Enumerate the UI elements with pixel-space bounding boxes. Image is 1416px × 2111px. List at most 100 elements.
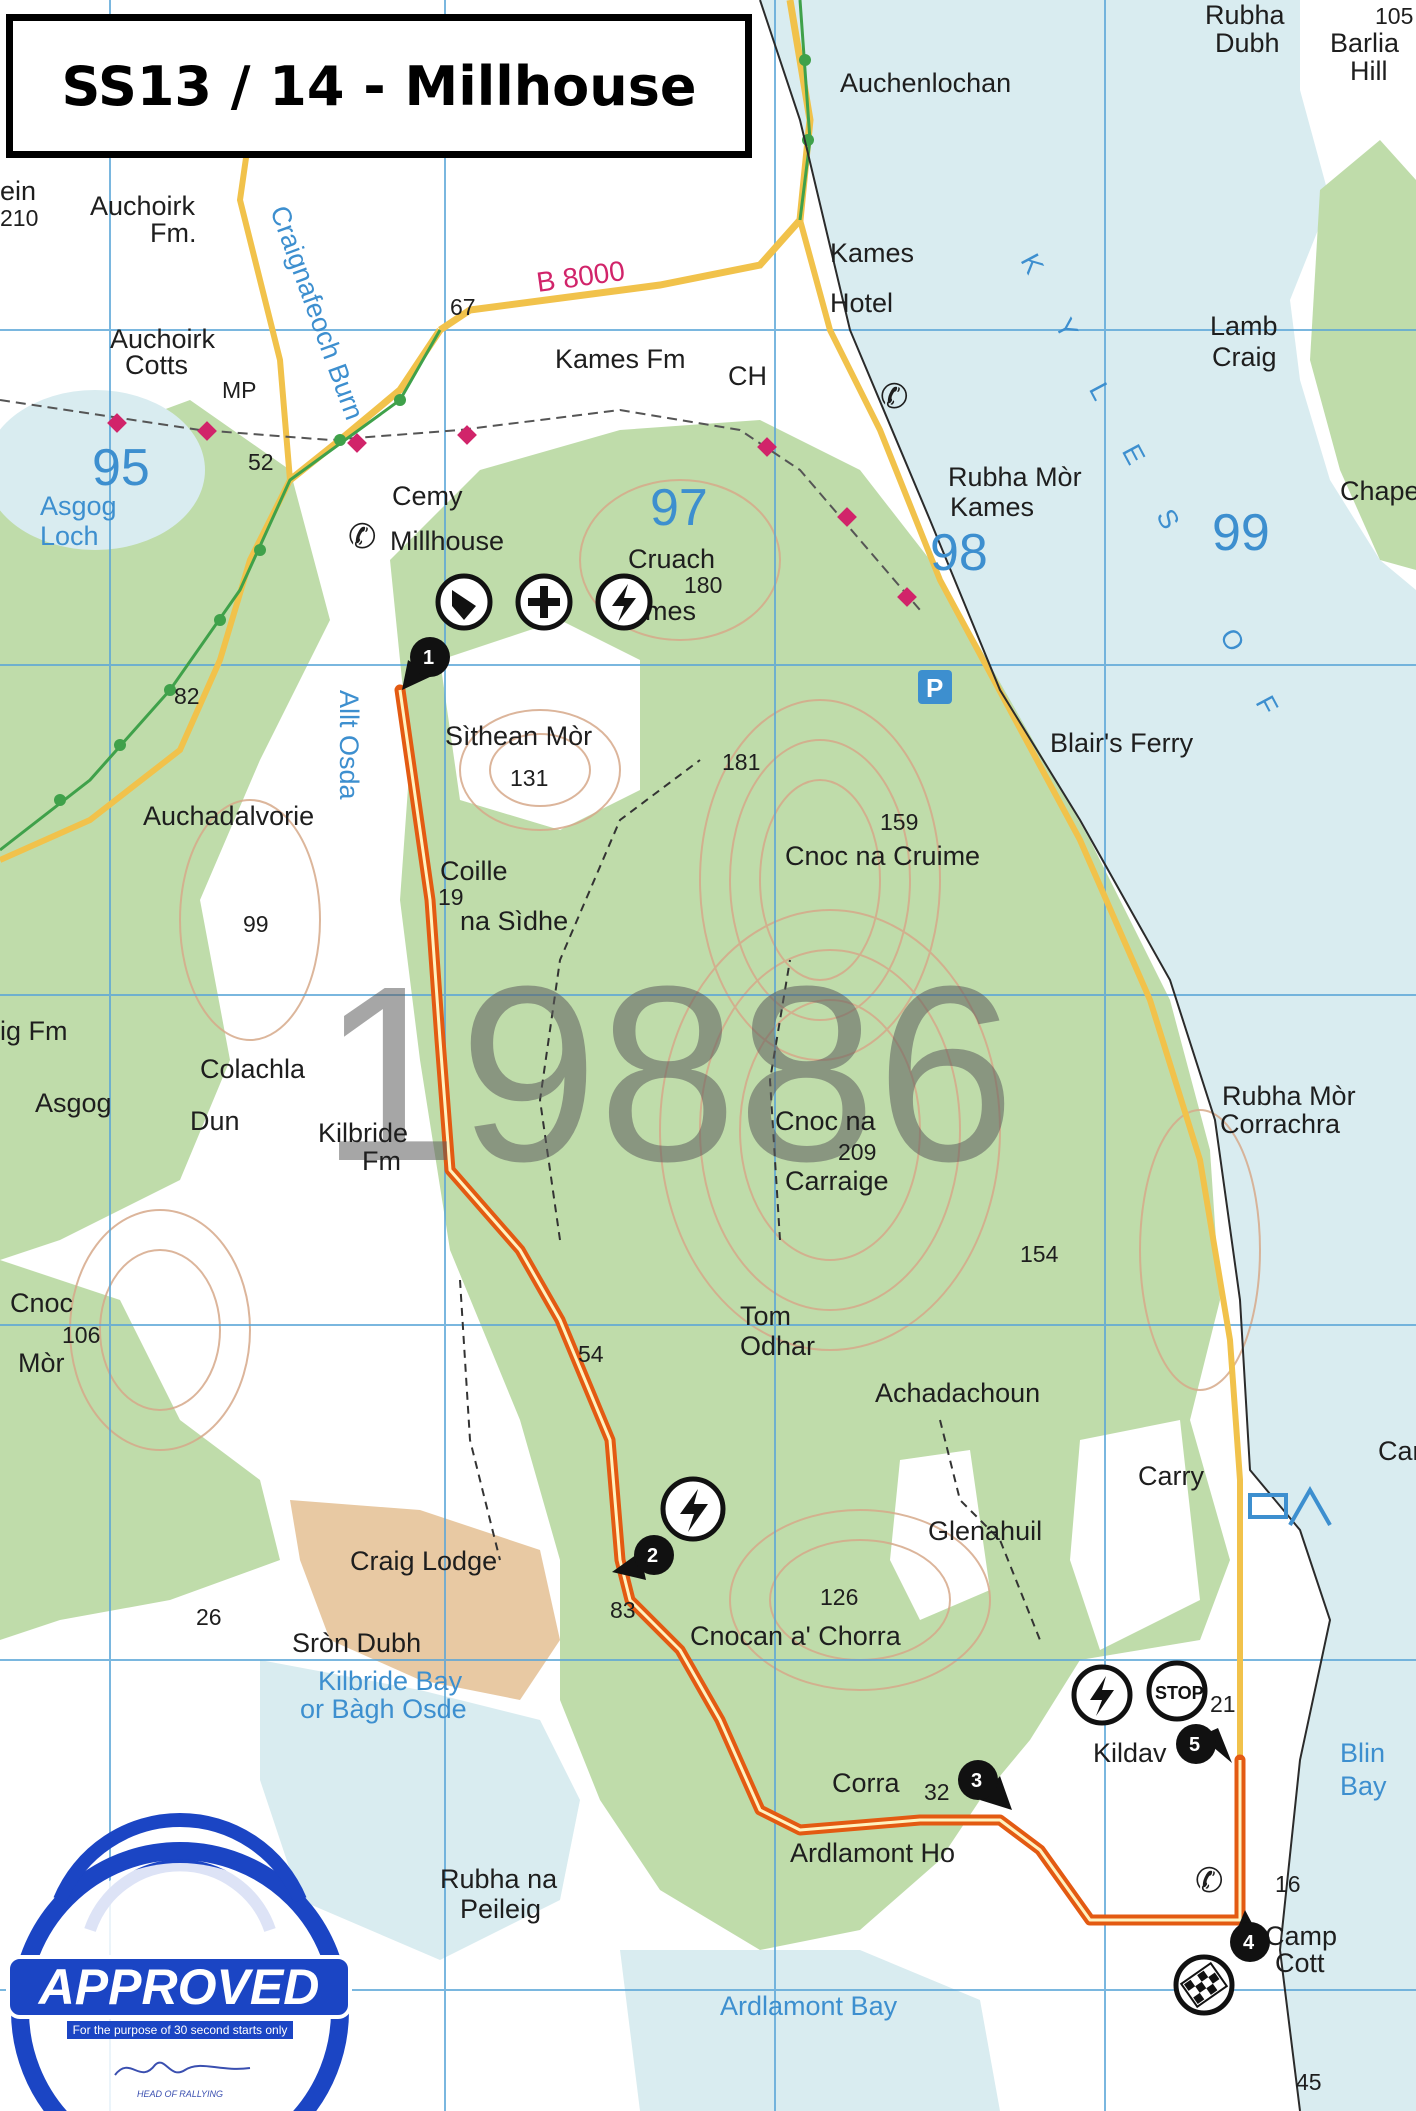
water-label: Loch: [40, 521, 99, 551]
height-label: 82: [174, 683, 200, 709]
signature-mark: [114, 2061, 251, 2076]
place-label: Peileig: [460, 1894, 541, 1924]
place-label: Cnoc na: [775, 1106, 877, 1136]
height-label: 159: [880, 809, 918, 835]
height-label: 45: [1296, 2069, 1322, 2095]
place-label: Fm: [362, 1146, 401, 1176]
place-label: Glenahuil: [928, 1516, 1042, 1546]
stage-title: SS13 / 14 - Millhouse: [61, 54, 697, 118]
place-label: Cnoc na Cruime: [785, 841, 980, 871]
place-label: Achadachoun: [875, 1378, 1040, 1408]
place-label: Odhar: [740, 1331, 815, 1361]
height-label: 180: [684, 572, 722, 598]
boundary-line: [0, 399, 921, 611]
contour-lines: [69, 479, 1261, 1691]
place-label: Cruach: [628, 544, 715, 574]
place-label: Colachla: [200, 1054, 306, 1084]
flag-icon: [435, 573, 493, 631]
height-label: 16: [1275, 1871, 1301, 1897]
route-marker-2: 2: [612, 1535, 674, 1580]
forest-west: [0, 400, 330, 1260]
height-label: 19: [438, 884, 464, 910]
place-label: MP: [222, 377, 257, 403]
place-label: Hotel: [830, 288, 893, 318]
place-label: Auchadalvorie: [143, 801, 314, 831]
place-labels: Auchenlochan Kames Hotel Kames Fm CH Auc…: [0, 0, 1416, 1978]
height-label: 21: [1210, 1691, 1236, 1717]
place-label: Dun: [190, 1106, 240, 1136]
asgog-loch: [0, 390, 205, 550]
place-label: Lamb: [1210, 311, 1278, 341]
kilbride-bay-water: [260, 1660, 580, 1960]
approved-subtext: For the purpose of 30 second starts only: [60, 2021, 300, 2039]
place-label: Carry: [1138, 1461, 1204, 1491]
height-label: 105: [1375, 3, 1413, 29]
place-label: Hill: [1350, 56, 1388, 86]
svg-text:2: 2: [647, 1545, 658, 1567]
caravan-site-icon: [1248, 1485, 1332, 1526]
height-label: 106: [62, 1322, 100, 1348]
water-label: Ardlamont Bay: [720, 1991, 898, 2021]
height-label: 26: [196, 1604, 222, 1630]
chequered-flag-icon: [1173, 1954, 1235, 2016]
approved-banner: APPROVED: [6, 1955, 352, 2019]
place-label: Chapel: [1340, 476, 1416, 506]
place-label: ig Fm: [0, 1016, 68, 1046]
telephone-icon: ✆: [880, 378, 909, 416]
stage-title-box: SS13 / 14 - Millhouse: [6, 14, 752, 158]
watermark-text: 19886: [320, 934, 1015, 1213]
place-label: Camp: [1265, 1921, 1337, 1951]
water-label: Blin: [1340, 1738, 1385, 1768]
place-label: Auchoirk: [110, 324, 216, 354]
place-label: Cnocan a' Chorra: [690, 1621, 902, 1651]
place-label: Asgog: [35, 1088, 112, 1118]
medical-icon: [515, 573, 573, 631]
place-label: Millhouse: [390, 526, 504, 556]
lightning-icon: [660, 1476, 726, 1542]
place-label: Carraige: [785, 1166, 889, 1196]
place-label: Mòr: [18, 1348, 65, 1378]
spot-heights: 67 52 180 82 131 181 159 19 99 209 154 1…: [0, 3, 1413, 2095]
place-label: Kilbride: [318, 1118, 408, 1148]
svg-text:5: 5: [1189, 1734, 1200, 1756]
svg-text:1: 1: [423, 647, 434, 669]
water-label: Kilbride Bay: [318, 1666, 463, 1696]
height-label: 126: [820, 1584, 858, 1610]
lightning-icon: [1071, 1664, 1133, 1726]
green-path: [0, 0, 814, 852]
place-label: CH: [728, 361, 767, 391]
coastline-east: [759, 0, 1332, 2111]
place-label: Kames: [950, 492, 1034, 522]
place-label: Cemy: [392, 481, 463, 511]
height-label: 210: [0, 205, 38, 231]
place-label: Craig Lodge: [350, 1546, 497, 1576]
svg-text:P: P: [926, 673, 943, 703]
svg-text:4: 4: [1243, 1932, 1255, 1954]
tracks: [459, 759, 1041, 1641]
place-label: Kames: [830, 238, 914, 268]
approved-badge: APPROVED For the purpose of 30 second st…: [0, 1825, 360, 2111]
place-label: Ardlamont Ho: [790, 1838, 955, 1868]
water-label: Allt Osda: [334, 690, 364, 801]
stop-icon: STOP: [1146, 1660, 1208, 1722]
height-label: 181: [722, 749, 760, 775]
place-label: Auchenlochan: [840, 68, 1011, 98]
lightning-icon: [595, 573, 653, 631]
place-label: Rubha: [1205, 0, 1286, 30]
route-marker-1: 1: [402, 637, 450, 690]
grid-label-97: 97: [650, 479, 708, 537]
place-label: Cnoc: [10, 1288, 73, 1318]
place-label: Kames Fm: [555, 344, 686, 374]
stage-route: [394, 684, 1246, 1926]
route-marker-3: 3: [958, 1760, 1012, 1810]
place-label: Blair's Ferry: [1050, 728, 1194, 758]
place-label: Fm.: [150, 218, 197, 248]
place-label: Rubha Mòr: [948, 462, 1082, 492]
route-marker-4: 4: [1230, 1910, 1270, 1962]
height-label: 209: [838, 1139, 876, 1165]
telephone-icon: ✆: [1195, 1862, 1224, 1900]
water-label: or Bàgh Osde: [300, 1694, 467, 1724]
place-label: Sìthean Mòr: [445, 721, 592, 751]
place-label: ein: [0, 176, 36, 206]
